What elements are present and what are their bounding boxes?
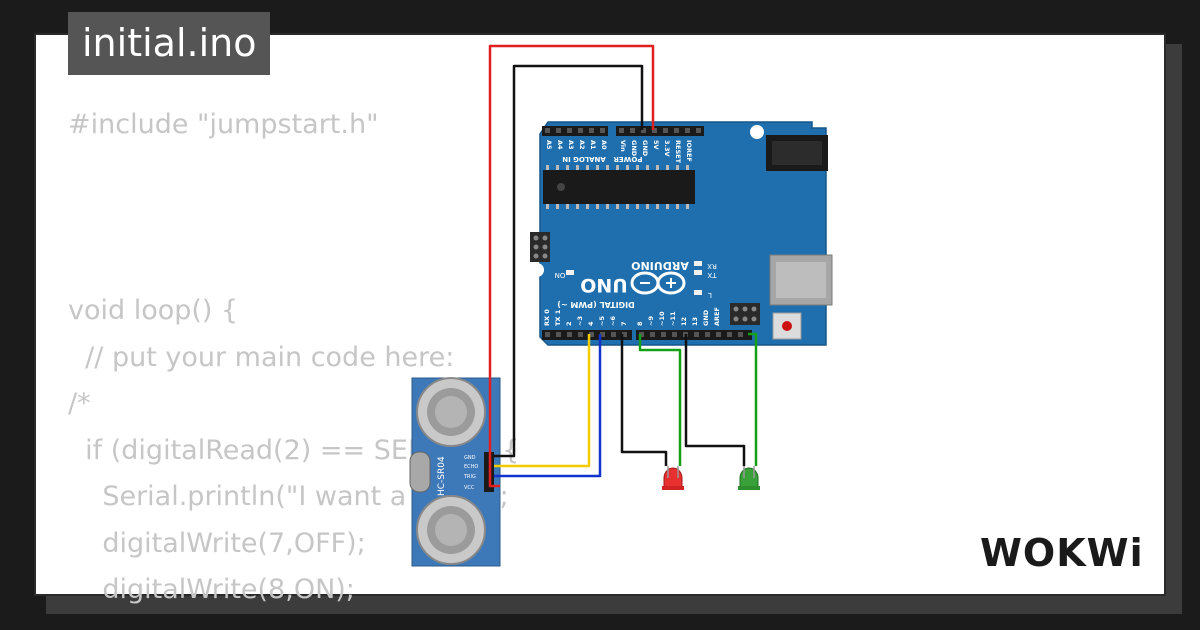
pin-label-reset: RESET xyxy=(674,140,682,164)
pin-label-d9: ~9 xyxy=(647,316,655,326)
pin-label-3v3: 3.3V xyxy=(663,140,671,157)
code-line: // put your main code here: xyxy=(68,341,455,373)
arduino-uno-board[interactable]: ANALOG IN POWER DIGITAL (PWM ~) UNO ARDU… xyxy=(530,121,833,346)
hc-sr04-sensor[interactable]: HC-SR04 GND ECHO TRIG VCC xyxy=(409,377,501,567)
led-label-rx: RX xyxy=(707,262,717,270)
pin-label-d4: 4 xyxy=(587,321,595,326)
pin-label-d6: ~6 xyxy=(609,316,617,326)
pin-label-d0: RX 0 xyxy=(543,309,551,326)
header-label-power: POWER xyxy=(613,155,643,163)
wire-gnd-to-green-led[interactable] xyxy=(684,334,746,466)
code-line: void loop() { xyxy=(68,295,239,326)
microcontroller-chip xyxy=(543,170,695,204)
wire-gnd-to-red-led[interactable] xyxy=(620,334,668,466)
pin-label-d8: 8 xyxy=(636,321,644,326)
wire-5v-to-vcc[interactable] xyxy=(488,44,655,488)
board-maker-label: ARDUINO xyxy=(631,259,689,272)
pin-label-d2: 2 xyxy=(565,321,573,326)
header-label-digital: DIGITAL (PWM ~) xyxy=(557,300,635,309)
pin-label-ioref: IOREF xyxy=(685,140,693,162)
code-line: digitalWrite(7,OFF); xyxy=(68,527,366,559)
pin-label-d11: ~11 xyxy=(669,311,677,326)
sensor-pin-vcc: VCC xyxy=(464,485,475,491)
pin-label-a0: A0 xyxy=(600,140,608,150)
pin-label-a2: A2 xyxy=(578,140,586,150)
pin-label-5v: 5V xyxy=(652,140,660,150)
pin-label-gnd1: GND xyxy=(630,140,638,157)
wokwi-logo-text: WOKWi xyxy=(980,531,1144,575)
led-label-on: ON xyxy=(555,271,566,279)
sensor-pin-trig: TRIG xyxy=(463,474,476,480)
wire-trig[interactable] xyxy=(494,334,591,468)
digital-header-low[interactable] xyxy=(542,330,632,340)
led-label-l: L xyxy=(708,291,712,299)
code-line: /* xyxy=(68,388,91,419)
pin-label-d13: 13 xyxy=(691,317,699,326)
pin-label-a1: A1 xyxy=(589,140,597,150)
pin-label-a4: A4 xyxy=(556,140,564,150)
header-label-analog: ANALOG IN xyxy=(562,155,606,163)
file-name-tab: initial.ino xyxy=(68,12,271,75)
code-line: digitalWrite(8,ON); xyxy=(68,574,355,605)
power-header[interactable] xyxy=(616,126,704,136)
pin-label-gnd3: GND xyxy=(702,309,710,326)
pin-label-vin: Vin xyxy=(619,140,627,152)
pin-label-d1: TX 1 xyxy=(554,309,562,326)
arduino-logo xyxy=(630,271,686,295)
wire-echo[interactable] xyxy=(494,334,602,478)
wire-pin8-to-red-led[interactable] xyxy=(638,334,682,466)
wire-gnd-to-sensor[interactable] xyxy=(494,64,644,458)
pin-label-d12: 12 xyxy=(680,317,688,326)
code-line: #include "jumpstart.h" xyxy=(68,109,379,140)
led-label-tx: TX xyxy=(707,271,717,279)
board-leds xyxy=(566,261,702,295)
pin-label-d7: 7 xyxy=(620,321,628,326)
board-model-label: UNO xyxy=(580,274,627,296)
pin-label-d5: ~5 xyxy=(598,316,606,326)
pin-label-a3: A3 xyxy=(567,140,575,150)
pin-label-a5: A5 xyxy=(545,140,553,150)
analog-header[interactable] xyxy=(542,126,608,136)
pin-label-aref: AREF xyxy=(713,307,721,326)
sensor-pin-echo: ECHO xyxy=(464,464,478,470)
sensor-model-label: HC-SR04 xyxy=(437,456,447,496)
pin-label-d3: ~3 xyxy=(576,316,584,326)
sensor-pin-gnd: GND xyxy=(464,455,476,461)
pin-label-gnd2: GND xyxy=(641,140,649,157)
red-led[interactable] xyxy=(662,466,684,490)
wire-pin-to-green-led[interactable] xyxy=(748,332,758,466)
green-led[interactable] xyxy=(738,466,760,490)
pin-label-d10: ~10 xyxy=(658,311,666,326)
wokwi-logo: WOKWi xyxy=(980,531,1144,575)
